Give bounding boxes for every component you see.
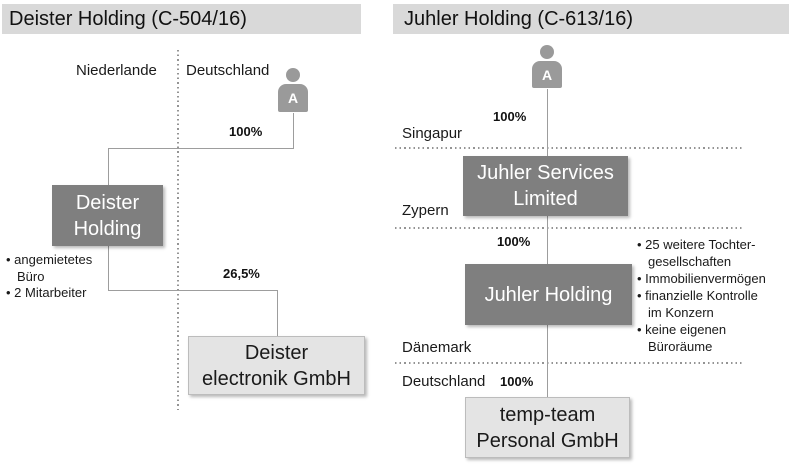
right-note-realestate: Immobilienvermögen <box>637 270 789 287</box>
right-note-subsidiaries: 25 weitere Tochter- gesellschaften <box>637 236 789 270</box>
left-panel-title: Deister Holding (C-504/16) <box>2 4 361 34</box>
left-connector-v1 <box>293 113 294 148</box>
right-shareholder-person-icon: A <box>532 45 562 89</box>
deister-holding-line1: Deister <box>75 191 140 214</box>
left-connector-v4 <box>277 290 278 336</box>
juhler-services-box: Juhler Services Limited <box>463 156 628 216</box>
left-note-employees: 2 Mitarbeiter <box>6 285 110 302</box>
deister-holding-line2: Holding <box>73 217 142 240</box>
left-ownership-top: 100% <box>229 124 263 139</box>
deister-electronik-line1: Deister <box>244 341 309 364</box>
deister-electronik-box: Deister electronik GmbH <box>188 336 365 395</box>
right-region-singapur: Singapur <box>402 125 463 142</box>
left-note-office: angemietetes Büro <box>6 252 110 285</box>
left-region-deutschland: Deutschland <box>186 62 270 79</box>
left-connector-v3 <box>108 246 109 291</box>
right-border-dotted-line-1 <box>395 147 742 149</box>
left-connector-v2 <box>108 148 109 186</box>
right-ownership-top: 100% <box>493 109 527 124</box>
deister-electronik-line2: electronik GmbH <box>202 367 351 390</box>
left-region-niederlande: Niederlande <box>76 62 157 79</box>
temp-team-box: temp-team Personal GmbH <box>465 397 630 458</box>
right-ownership-mid: 100% <box>497 234 531 249</box>
right-border-dotted-line-2 <box>395 227 742 229</box>
juhler-holding-line1: Juhler Holding <box>484 283 613 306</box>
shareholder-label: A <box>541 66 553 83</box>
left-connector-h1 <box>108 148 294 149</box>
left-notes-list: angemietetes Büro 2 Mitarbeiter <box>6 252 110 302</box>
right-region-zypern: Zypern <box>402 202 449 219</box>
temp-team-line1: temp-team <box>499 403 596 426</box>
left-country-divider-dotted-line <box>177 50 179 410</box>
juhler-services-line2: Limited <box>513 188 578 210</box>
right-note-control: finanzielle Kontrolle im Konzern <box>637 287 789 321</box>
right-region-daenemark: Dänemark <box>402 339 472 356</box>
right-notes-list: 25 weitere Tochter- gesellschaften Immob… <box>637 236 789 355</box>
person-body-icon: A <box>532 61 562 88</box>
temp-team-line2: Personal GmbH <box>476 429 619 452</box>
juhler-holding-box: Juhler Holding <box>465 264 632 325</box>
right-border-dotted-line-3 <box>395 362 742 364</box>
juhler-services-line1: Juhler Services <box>477 162 614 184</box>
right-note-offices: keine eigenen Büroräume <box>637 321 789 355</box>
person-head-icon <box>540 45 554 59</box>
left-shareholder-person-icon: A <box>278 68 308 113</box>
right-panel-title: Juhler Holding (C-613/16) <box>393 4 789 34</box>
right-ownership-bottom: 100% <box>500 374 534 389</box>
person-head-icon <box>286 68 300 82</box>
right-region-deutschland: Deutschland <box>402 373 486 390</box>
shareholder-label: A <box>287 90 299 106</box>
deister-holding-box: Deister Holding <box>52 185 163 246</box>
right-ownership-chain-line <box>547 89 548 397</box>
left-ownership-bottom: 26,5% <box>223 266 260 281</box>
left-connector-h2 <box>108 290 278 291</box>
person-body-icon: A <box>278 84 308 112</box>
